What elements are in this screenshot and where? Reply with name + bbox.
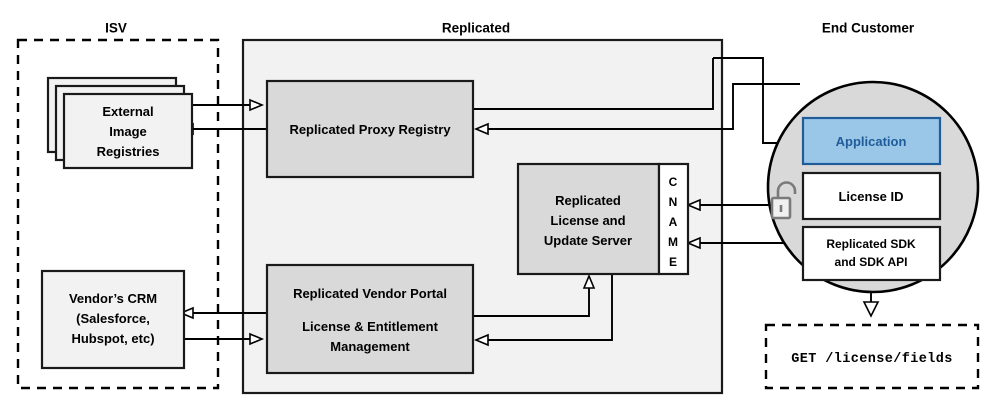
application-label: Application bbox=[836, 134, 907, 149]
zone-title-replicated: Replicated bbox=[442, 21, 510, 36]
cname-letter-m: M bbox=[668, 235, 678, 249]
arrowhead-sdk-to-api bbox=[862, 301, 880, 318]
unlocked-padlock-icon bbox=[770, 181, 797, 220]
cname-letter-e: E bbox=[669, 255, 677, 269]
vendor-portal-label-line2: License & Entitlement bbox=[302, 319, 438, 334]
vendor-portal-label-line1: Replicated Vendor Portal bbox=[293, 286, 447, 301]
arrowhead-portal-to-crm bbox=[178, 306, 194, 320]
zone-isv-boundary bbox=[16, 38, 220, 390]
license-id-label: License ID bbox=[838, 189, 903, 204]
vendor-crm-label-line2: (Salesforce, bbox=[76, 311, 150, 326]
cname-letter-c: C bbox=[669, 175, 678, 189]
external-registries-label-line1: External bbox=[102, 104, 153, 119]
proxy-registry-label: Replicated Proxy Registry bbox=[289, 122, 451, 137]
vendor-crm-label-line1: Vendor’s CRM bbox=[69, 291, 157, 306]
vendor-portal-box[interactable] bbox=[265, 263, 475, 375]
connector-license-to-portal bbox=[478, 273, 613, 341]
cname-letter-a: A bbox=[669, 215, 678, 229]
proxy-registry-box[interactable] bbox=[265, 79, 475, 179]
vendor-crm-box[interactable] bbox=[40, 269, 186, 370]
connector-proxy-to-app-seg1 bbox=[473, 58, 714, 110]
cname-letter-n: N bbox=[669, 195, 678, 209]
external-registries-label-line3: Registries bbox=[97, 144, 160, 159]
license-server-label-line2: License and bbox=[550, 213, 625, 228]
sdk-box[interactable] bbox=[801, 225, 942, 282]
arrowhead-crm-to-portal bbox=[249, 332, 265, 346]
connector-customer-to-proxy bbox=[478, 83, 800, 130]
application-box[interactable] bbox=[801, 116, 942, 166]
license-server-label-line1: Replicated bbox=[555, 193, 621, 208]
api-request-label: GET /license/fields bbox=[791, 352, 953, 367]
arrowhead-portal-to-license bbox=[582, 273, 596, 289]
vendor-portal-label-line3: Management bbox=[330, 339, 410, 354]
arrowhead-licenseid-to-cname bbox=[685, 198, 701, 212]
license-id-box[interactable] bbox=[801, 171, 942, 221]
license-server-label-line3: Update Server bbox=[544, 233, 632, 248]
license-server-box[interactable] bbox=[516, 162, 661, 276]
zone-title-isv: ISV bbox=[105, 21, 127, 36]
arrowhead-customer-to-proxy bbox=[473, 122, 489, 136]
arrowhead-license-to-portal bbox=[473, 333, 489, 347]
external-registries-box[interactable] bbox=[62, 92, 194, 170]
sdk-label-line1: Replicated SDK bbox=[826, 237, 916, 251]
connector-portal-to-license bbox=[473, 278, 590, 317]
api-request-boundary bbox=[764, 323, 980, 390]
external-registries-label-line2: Image bbox=[109, 124, 147, 139]
zone-title-end-customer: End Customer bbox=[822, 21, 915, 36]
vendor-crm-label-line3: Hubspot, etc) bbox=[71, 331, 154, 346]
cname-box[interactable] bbox=[657, 162, 690, 276]
sdk-label-line2: and SDK API bbox=[835, 255, 908, 269]
arrowhead-registries-to-proxy bbox=[249, 98, 265, 112]
arrowhead-sdk-to-cname bbox=[685, 236, 701, 250]
